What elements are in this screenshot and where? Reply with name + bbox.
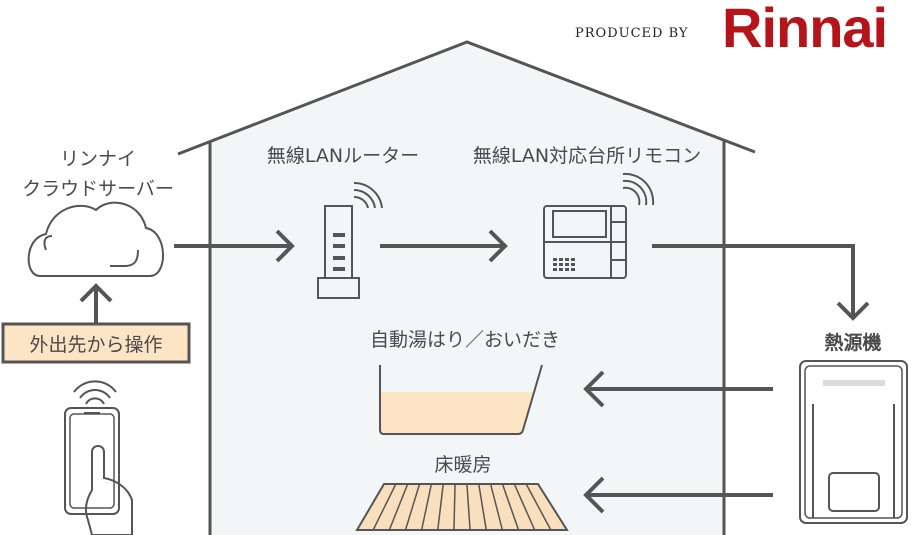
floor-plank-line	[404, 483, 421, 531]
house-fill	[210, 42, 724, 535]
floor-heating-icon	[355, 483, 569, 531]
floor-plank-line	[513, 483, 536, 531]
floor-plank-line	[372, 483, 397, 531]
wifi-router-icon	[317, 181, 383, 299]
floor-plank-line	[420, 483, 433, 531]
house-roof	[177, 40, 756, 156]
arrow-remote-to-cloud	[79, 283, 113, 324]
floor-plank-line	[525, 483, 552, 531]
floor-plank-line	[466, 483, 471, 531]
bathtub-icon	[379, 364, 543, 435]
arrow-heat-to-bath	[583, 370, 773, 408]
floor-plank-line	[489, 483, 504, 531]
cloud-label-line2: クラウドサーバー	[22, 178, 174, 200]
floor-plank-line	[453, 483, 456, 531]
bath-label: 自動湯はり／おいだき	[370, 329, 560, 351]
arrow-router-to-remote	[380, 229, 508, 263]
arrow-cloud-to-router	[174, 229, 295, 263]
arrow-remote-to-heat-source	[652, 244, 870, 321]
kitchen-remote-icon	[543, 172, 655, 279]
cloud-icon	[27, 201, 164, 277]
remote-access-box: 外出先から操作	[1, 322, 191, 364]
floor-plank-line	[501, 483, 520, 531]
router-label: 無線LANルーター	[267, 145, 419, 167]
floor-plank-line	[478, 483, 487, 531]
brand-logo: Rinnai	[722, 0, 887, 59]
water-heater-icon	[799, 360, 908, 524]
remote-access-label: 外出先から操作	[29, 334, 162, 356]
heat-source-label: 熱源機	[824, 331, 881, 354]
house	[177, 40, 756, 535]
cloud-label-line1: リンナイ	[60, 148, 136, 170]
floor-plank-line	[437, 483, 444, 531]
arrow-heat-to-floor	[583, 476, 773, 514]
smartphone-tap-icon	[64, 380, 133, 535]
produced-by-text: PRODUCED BY	[575, 26, 688, 41]
floor-heating-label: 床暖房	[434, 454, 491, 476]
floor-plank-line	[388, 483, 409, 531]
kitchen-remote-label: 無線LAN対応台所リモコン	[473, 145, 701, 167]
